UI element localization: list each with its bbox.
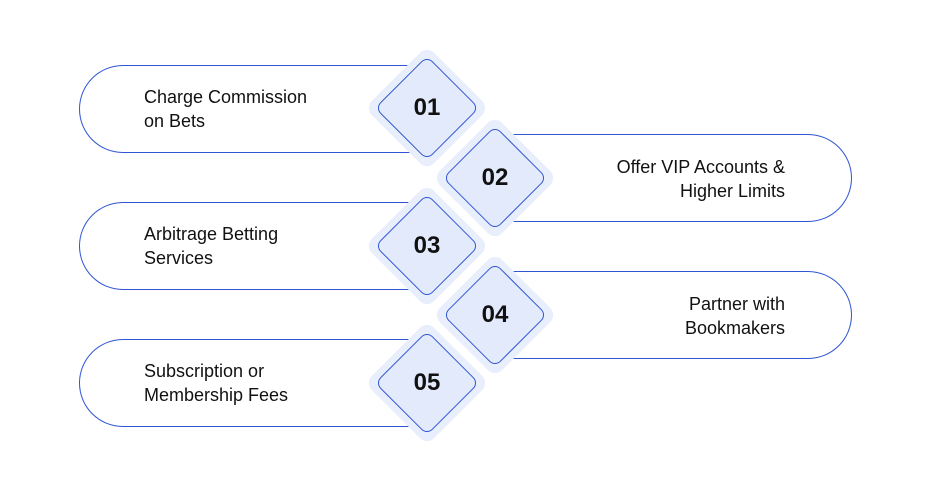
step-03-line-2: Services bbox=[144, 248, 214, 268]
step-02-line-1: Offer VIP Accounts & bbox=[616, 157, 785, 177]
step-04-pill bbox=[496, 271, 852, 359]
step-03-number: 03 bbox=[413, 232, 441, 259]
step-03-line-1: Arbitrage Betting bbox=[144, 224, 279, 244]
step-04-label: Partner with Bookmakers bbox=[685, 292, 785, 340]
step-04-line-1: Partner with bbox=[688, 294, 785, 314]
step-02-number: 02 bbox=[481, 164, 509, 191]
step-04-number: 04 bbox=[481, 301, 509, 328]
step-01-line-1: Charge Commission bbox=[144, 87, 308, 107]
step-02-diamond: 02 bbox=[432, 115, 558, 241]
step-05-line-1: Subscription or bbox=[144, 361, 265, 381]
step-05-number: 05 bbox=[413, 369, 441, 396]
step-04-line-2: Bookmakers bbox=[684, 318, 785, 338]
step-01-number: 01 bbox=[413, 94, 441, 121]
step-05-line-2: Membership Fees bbox=[144, 385, 289, 405]
step-02-label: Offer VIP Accounts & Higher Limits bbox=[617, 155, 785, 203]
step-02-pill bbox=[496, 134, 852, 222]
step-01-label: Charge Commission on Bets bbox=[144, 85, 307, 133]
step-05-label: Subscription or Membership Fees bbox=[144, 359, 288, 407]
step-03-label: Arbitrage Betting Services bbox=[144, 222, 278, 270]
step-01-line-2: on Bets bbox=[144, 111, 206, 131]
step-03-diamond: 03 bbox=[364, 183, 490, 309]
step-01-diamond: 01 bbox=[364, 45, 490, 171]
step-04-diamond: 04 bbox=[432, 252, 558, 378]
step-02-line-2: Higher Limits bbox=[679, 181, 785, 201]
step-05-diamond: 05 bbox=[364, 320, 490, 446]
